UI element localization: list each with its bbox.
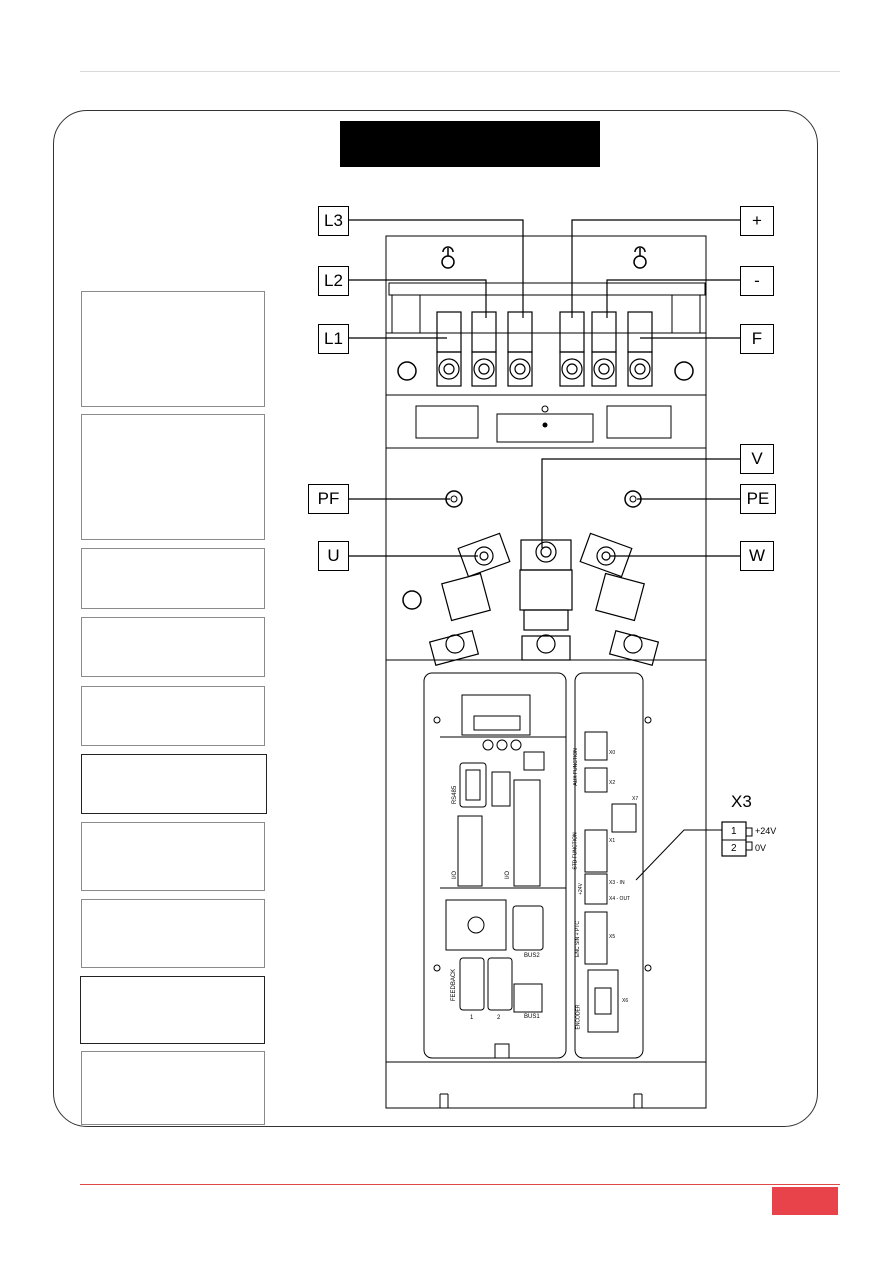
callout-l3: L3 bbox=[318, 206, 349, 236]
window-right bbox=[606, 405, 672, 439]
callout-l1: L1 bbox=[318, 324, 349, 354]
x3-x4-connector bbox=[584, 873, 608, 905]
control-panel-left bbox=[423, 672, 567, 1059]
label-io-right: I/O bbox=[505, 870, 512, 880]
x3-detail-connector bbox=[721, 821, 747, 857]
dip-switches bbox=[491, 771, 511, 807]
bolt-left bbox=[397, 361, 417, 381]
description-box-8 bbox=[81, 899, 265, 968]
service-port bbox=[523, 751, 545, 771]
callout-v: V bbox=[740, 444, 774, 474]
x3-pin1-label: +24V bbox=[755, 826, 777, 836]
bus2-slot-cover bbox=[445, 899, 507, 951]
description-box-10 bbox=[81, 1051, 265, 1125]
keyhole-left bbox=[441, 246, 455, 269]
description-box-9 bbox=[80, 976, 265, 1044]
power-terminals bbox=[436, 311, 653, 387]
header-rule bbox=[80, 71, 840, 72]
x7-connector bbox=[611, 803, 637, 833]
io-right-terminal bbox=[513, 779, 541, 887]
callout-leaders bbox=[348, 219, 740, 557]
x3-pin2: 2 bbox=[731, 843, 737, 854]
control-panel-right bbox=[574, 672, 644, 1059]
label-x6: X6 bbox=[622, 998, 629, 1004]
callout-plus: + bbox=[740, 206, 774, 236]
label-x4-out: X4 - OUT bbox=[609, 896, 631, 902]
right-bracket bbox=[671, 294, 701, 334]
callout-u: U bbox=[318, 541, 349, 571]
display-screen bbox=[473, 715, 521, 731]
label-feedback-1: 1 bbox=[470, 1015, 474, 1021]
display-housing bbox=[461, 694, 531, 736]
top-rail bbox=[388, 282, 706, 296]
x0-connector bbox=[584, 731, 608, 761]
description-box-3 bbox=[81, 548, 265, 609]
bolt-right bbox=[674, 361, 694, 381]
motor-terminal-v bbox=[519, 539, 573, 661]
figure-frame bbox=[53, 110, 818, 1127]
left-bracket bbox=[391, 294, 421, 334]
label-x7: X7 bbox=[632, 796, 639, 802]
label-encoder: ENCODER bbox=[575, 1004, 582, 1030]
label-enc: ENC SIN + PTC bbox=[574, 921, 581, 957]
label-io-left: I/O bbox=[452, 870, 459, 880]
window-left bbox=[415, 405, 479, 439]
x5-connector bbox=[584, 911, 608, 965]
label-plus24: +24V bbox=[577, 883, 584, 895]
description-box-5 bbox=[81, 686, 265, 746]
key-down bbox=[496, 739, 508, 751]
page-number-tab bbox=[772, 1187, 838, 1215]
feedback-port-1 bbox=[459, 957, 485, 1011]
callout-pe: PE bbox=[740, 484, 776, 514]
label-x1: X1 bbox=[609, 838, 616, 844]
callout-f: F bbox=[740, 324, 774, 354]
label-bus2: BUS2 bbox=[524, 953, 540, 959]
callout-pf: PF bbox=[308, 484, 349, 514]
description-box-6 bbox=[81, 754, 267, 814]
rs485-port bbox=[459, 762, 487, 808]
label-std-function: STD FUNCTION bbox=[572, 832, 579, 870]
keyhole-right bbox=[633, 246, 647, 269]
title-bar bbox=[340, 121, 600, 167]
description-box-2 bbox=[81, 414, 265, 540]
label-bus1: BUS1 bbox=[524, 1014, 540, 1020]
description-box-7 bbox=[81, 822, 265, 891]
label-feedback: FEEDBACK bbox=[451, 968, 458, 1002]
x3-title: X3 bbox=[731, 792, 752, 811]
x3-leader-line bbox=[635, 829, 722, 881]
footer-rule bbox=[80, 1184, 840, 1185]
bus1-port bbox=[513, 983, 543, 1013]
label-feedback-2: 2 bbox=[497, 1015, 501, 1021]
label-x0: X0 bbox=[609, 750, 616, 756]
bottom-bracket bbox=[385, 1061, 707, 1109]
bus2-port bbox=[512, 905, 544, 951]
bolt-lower-left bbox=[402, 590, 422, 610]
x2-connector bbox=[584, 767, 608, 793]
x3-pin1: 1 bbox=[731, 826, 737, 837]
label-x5: X5 bbox=[609, 934, 616, 940]
callout-l2: L2 bbox=[318, 266, 349, 296]
io-left-terminal bbox=[457, 815, 483, 887]
window-center bbox=[496, 413, 594, 443]
key-enter bbox=[510, 739, 522, 751]
label-rs485: RS485 bbox=[452, 785, 459, 805]
callout-w: W bbox=[740, 541, 774, 571]
key-up bbox=[482, 739, 494, 751]
label-aux-function: AUX FUNCTION bbox=[572, 748, 579, 786]
description-box-4 bbox=[81, 617, 265, 677]
callout-minus: - bbox=[740, 266, 774, 296]
x3-pin2-label: 0V bbox=[755, 843, 767, 853]
motor-terminal-w bbox=[579, 532, 660, 667]
label-x2: X2 bbox=[609, 780, 616, 786]
label-x3-in: X3 - IN bbox=[609, 880, 625, 886]
feedback-port-2 bbox=[487, 957, 513, 1011]
description-box-1 bbox=[81, 291, 265, 407]
x1-connector bbox=[584, 829, 608, 873]
x6-connector bbox=[587, 969, 619, 1033]
motor-terminal-u bbox=[428, 532, 511, 667]
